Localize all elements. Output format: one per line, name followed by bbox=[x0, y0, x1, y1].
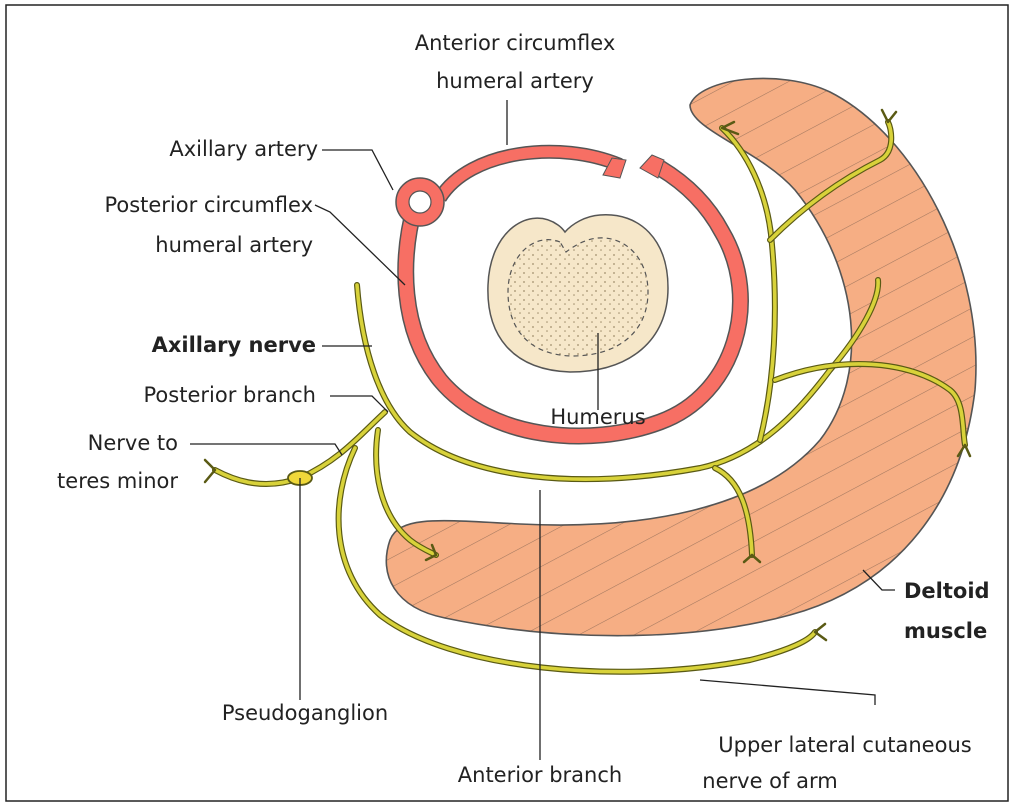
label-pseudoganglion: Pseudoganglion bbox=[222, 701, 388, 725]
label-upper-lateral-1: Upper lateral cutaneous bbox=[718, 733, 971, 757]
label-axillary-nerve: Axillary nerve bbox=[152, 333, 316, 357]
label-anterior-circumflex-1: Anterior circumflex bbox=[415, 31, 616, 55]
label-humerus: Humerus bbox=[550, 405, 645, 429]
label-posterior-circumflex-1: Posterior circumflex bbox=[104, 193, 313, 217]
label-posterior-circumflex-2: humeral artery bbox=[155, 233, 313, 257]
humerus bbox=[488, 215, 668, 372]
label-nerve-to-teres-2: teres minor bbox=[57, 469, 178, 493]
label-axillary-artery: Axillary artery bbox=[169, 137, 318, 161]
label-deltoid-1: Deltoid bbox=[904, 579, 990, 603]
label-deltoid-2: muscle bbox=[904, 619, 987, 643]
label-anterior-circumflex-2: humeral artery bbox=[436, 69, 594, 93]
label-upper-lateral-2: nerve of arm bbox=[702, 769, 837, 793]
label-nerve-to-teres-1: Nerve to bbox=[88, 431, 178, 455]
label-posterior-branch: Posterior branch bbox=[144, 383, 316, 407]
humerus-medullary bbox=[508, 238, 648, 356]
label-anterior-branch: Anterior branch bbox=[458, 763, 622, 787]
